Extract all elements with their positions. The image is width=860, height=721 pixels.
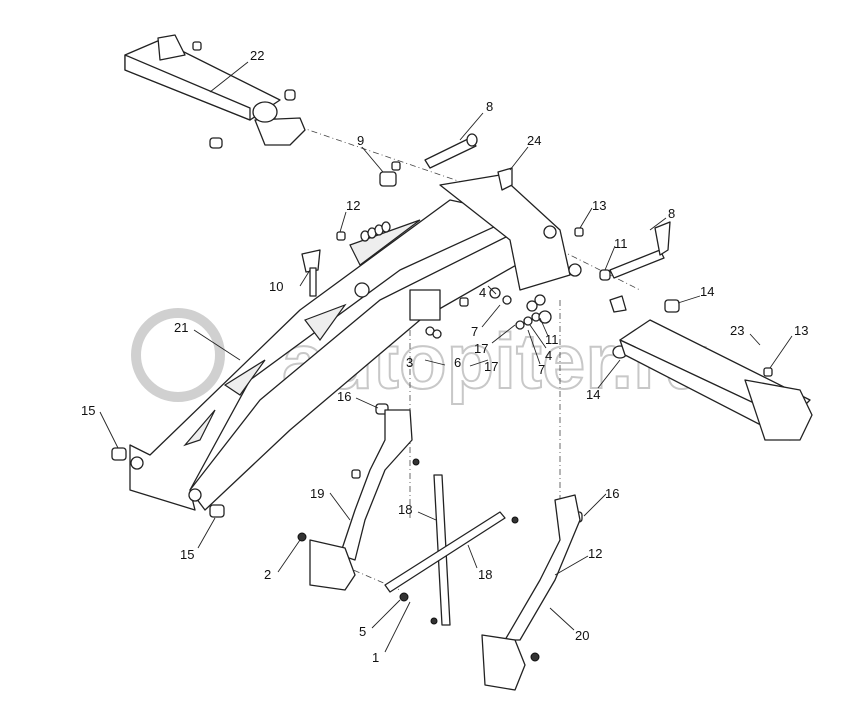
callout-15: 15 [180, 547, 194, 562]
callout-13: 13 [592, 198, 606, 213]
pins-and-bushings [111, 133, 773, 579]
part-22-bracket [124, 34, 306, 149]
callout-16: 16 [337, 389, 351, 404]
callout-6: 6 [454, 355, 461, 370]
callout-7: 7 [538, 362, 545, 377]
callout-12: 12 [346, 198, 360, 213]
callout-5: 5 [359, 624, 366, 639]
callout-15: 15 [81, 403, 95, 418]
callout-13: 13 [794, 323, 808, 338]
part-19-plate [309, 409, 413, 591]
callout-10: 10 [269, 279, 283, 294]
callout-14: 14 [700, 284, 714, 299]
callout-4: 4 [479, 285, 486, 300]
callout-11: 11 [545, 332, 559, 347]
callout-2: 2 [264, 567, 271, 582]
callout-4: 4 [545, 348, 552, 363]
callout-7: 7 [471, 324, 478, 339]
bolts [297, 458, 540, 662]
callout-9: 9 [357, 133, 364, 148]
callout-labels: 22 8 9 24 12 13 8 11 10 14 4 21 23 13 11… [81, 48, 808, 665]
callout-8: 8 [668, 206, 675, 221]
callout-8: 8 [486, 99, 493, 114]
part-20-plate [481, 494, 581, 691]
part-21-main-frame [129, 167, 582, 511]
callout-17: 17 [474, 341, 488, 356]
callout-12: 12 [588, 546, 602, 561]
spring-washers [360, 221, 552, 339]
callout-24: 24 [527, 133, 541, 148]
part-23-bracket [619, 319, 813, 441]
callout-19: 19 [310, 486, 324, 501]
callout-23: 23 [730, 323, 744, 338]
callout-11: 11 [614, 236, 628, 251]
callout-1: 1 [372, 650, 379, 665]
callout-18: 18 [398, 502, 412, 517]
callout-17: 17 [484, 359, 498, 374]
callout-22: 22 [250, 48, 264, 63]
callout-3: 3 [406, 355, 413, 370]
callout-21: 21 [174, 320, 188, 335]
callout-20: 20 [575, 628, 589, 643]
callout-14: 14 [586, 387, 600, 402]
callout-18: 18 [478, 567, 492, 582]
leader-lines [99, 61, 793, 653]
part-18-struts [384, 474, 506, 626]
callout-16: 16 [605, 486, 619, 501]
